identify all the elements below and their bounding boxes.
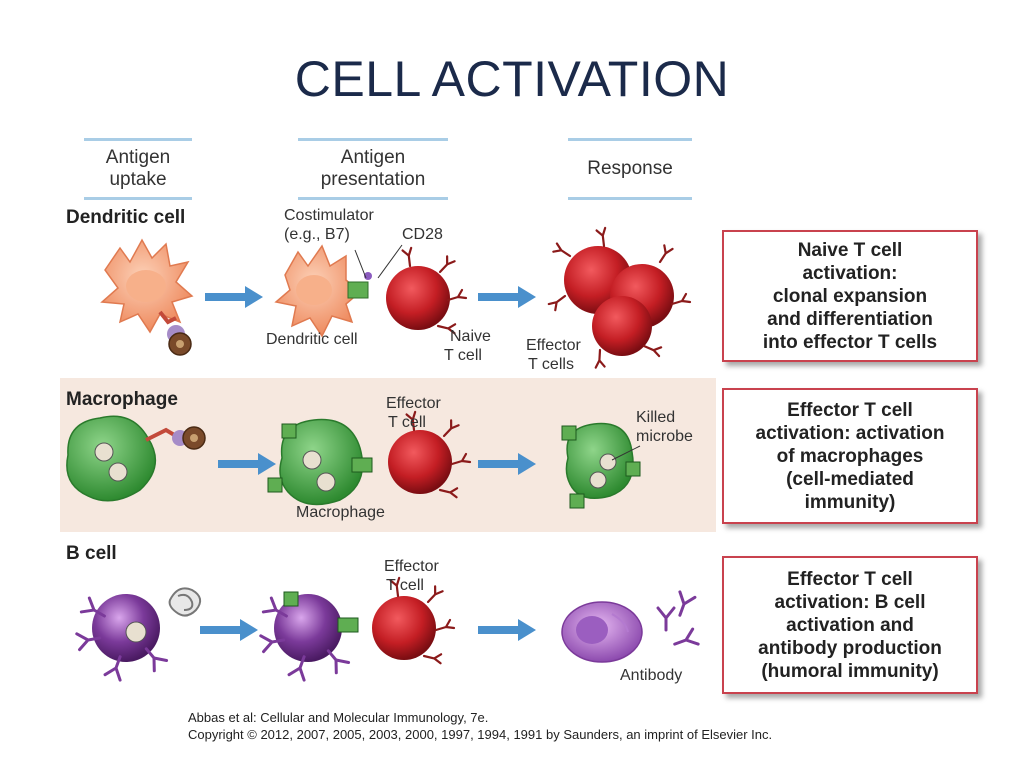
arrow-icon [205, 286, 263, 308]
dendritic-cell-label: Dendritic cell [266, 331, 358, 348]
effector-label: Effector [386, 395, 441, 412]
arrow-icon [200, 619, 258, 641]
arrow-icon [218, 453, 276, 475]
dendritic-presentation-illustration [274, 244, 468, 338]
macrophage-presentation-illustration [267, 409, 472, 506]
copyright-line: Copyright © 2012, 2007, 2005, 2003, 2000… [188, 727, 773, 742]
column-header-presentation: Antigen presentation [298, 138, 448, 200]
arrow-icon [478, 453, 536, 475]
macrophage-label: Macrophage [296, 504, 385, 521]
column-header-uptake: Antigen uptake [84, 138, 192, 200]
result-box-naive-t-cell: Naive T cell activation: clonal expansio… [722, 230, 978, 362]
plasma-cell-illustration [561, 590, 700, 663]
antibody-label: Antibody [620, 667, 683, 684]
result-text: Effector T cell activation: B cell activ… [758, 568, 942, 682]
row-label-macrophage: Macrophage [66, 389, 178, 410]
killed-microbe-label: microbe [636, 428, 693, 445]
citation-line: Abbas et al: Cellular and Molecular Immu… [188, 710, 489, 725]
effector-label: Effector [384, 558, 439, 575]
b-cell-presentation-illustration [259, 575, 456, 682]
result-text: Naive T cell activation: clonal expansio… [762, 239, 938, 353]
costimulator-label: Costimulator [284, 207, 374, 224]
result-box-macrophage-activation: Effector T cell activation: activation o… [722, 388, 978, 524]
effector-t-cells-illustration [546, 225, 692, 372]
effector-t-cells-label: T cells [528, 356, 574, 373]
effector-t-cell-label: T cell [388, 414, 426, 431]
costimulator-example-label: (e.g., B7) [284, 226, 350, 243]
row-label-dendritic-cell: Dendritic cell [66, 207, 186, 228]
naive-t-cell-label: T cell [444, 347, 482, 364]
arrow-icon [478, 619, 536, 641]
activated-macrophage-illustration [561, 422, 641, 509]
result-box-b-cell-activation: Effector T cell activation: B cell activ… [722, 556, 978, 694]
effector-label: Effector [526, 337, 581, 354]
dendritic-uptake-illustration [100, 238, 194, 356]
cd28-label: CD28 [402, 226, 443, 243]
slide-title: CELL ACTIVATION [294, 51, 730, 107]
naive-label: Naive [450, 328, 491, 345]
column-header-response: Response [568, 138, 692, 200]
result-text: Effector T cell activation: activation o… [755, 399, 945, 513]
b-cell-uptake-illustration [75, 587, 202, 682]
row-label-b-cell: B cell [66, 543, 117, 564]
macrophage-uptake-illustration [66, 415, 206, 502]
effector-t-cell-label: T cell [386, 577, 424, 594]
arrow-icon [478, 286, 536, 308]
killed-label: Killed [636, 409, 676, 426]
